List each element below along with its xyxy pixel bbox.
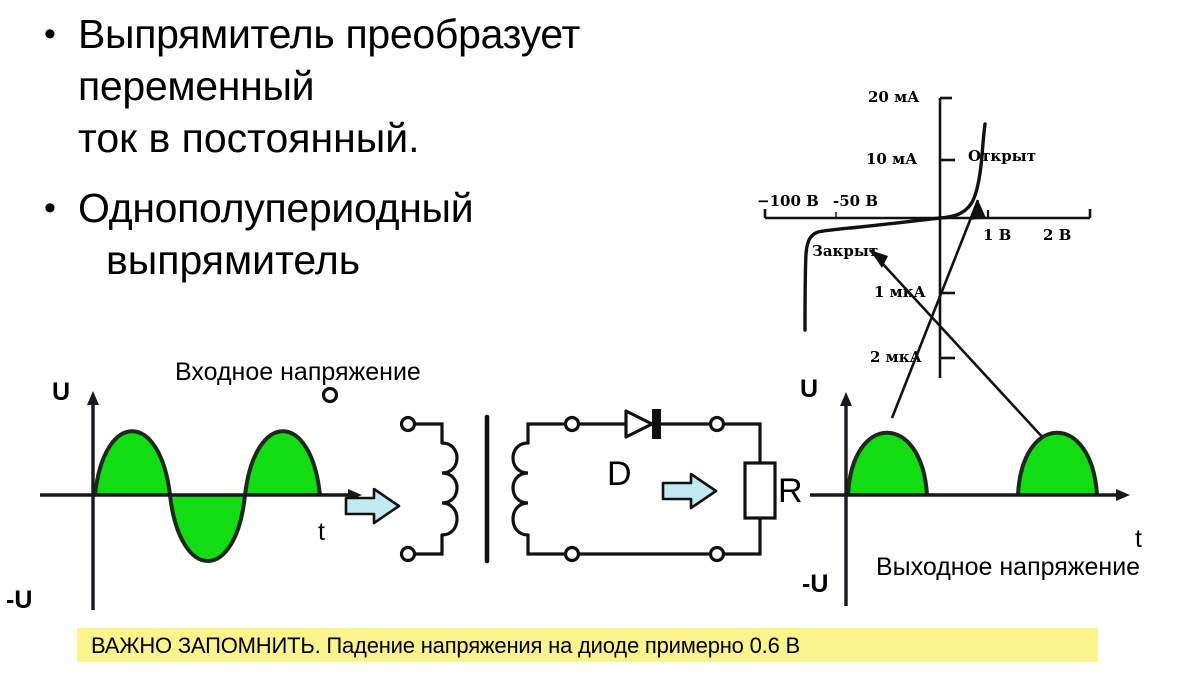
diode-iv-chart: [740, 78, 1200, 378]
iv-label-open: Открыт: [968, 147, 1037, 165]
bullet-line: Выпрямитель преобразует переменный: [78, 11, 581, 109]
iv-xtick-1v: 1 В: [983, 226, 1012, 244]
input-flow-arrow-icon: [344, 487, 401, 525]
iv-xtick-neg50: -50 В: [833, 192, 878, 210]
input-y-axis-label-neg: -U: [6, 586, 33, 614]
iv-xtick-2v: 2 В: [1043, 226, 1072, 244]
input-plot-title: Входное напряжение: [175, 358, 421, 386]
bullet-line: Однополупериодный: [78, 185, 474, 231]
bullet-marker: •: [44, 15, 56, 53]
bullet-list: • Выпрямитель преобразует переменный ток…: [44, 8, 684, 286]
output-x-axis-label: t: [1135, 525, 1142, 553]
iv-ytick-1ua: 1 мкА: [874, 283, 926, 301]
iv-xtick-neg100: −100 В: [757, 192, 819, 210]
bullet-marker: •: [44, 189, 56, 227]
diode-symbol: [624, 409, 661, 439]
important-note-text: ВАЖНО ЗАПОМНИТЬ. Падение напряжения на д…: [91, 633, 800, 658]
bullet-item-2: • Однополупериодный: [44, 182, 684, 234]
iv-ytick-20ma: 20 мА: [868, 88, 920, 106]
bullet-item-1: • Выпрямитель преобразует переменный: [44, 8, 684, 112]
input-voltage-chart: [0, 355, 400, 620]
output-y-axis-label: U: [800, 375, 819, 403]
iv-label-closed: Закрыт: [812, 242, 879, 260]
output-voltage-chart: [790, 370, 1200, 610]
important-note-banner: ВАЖНО ЗАПОМНИТЬ. Падение напряжения на д…: [77, 628, 1098, 662]
iv-ytick-10ma: 10 мА: [866, 150, 918, 168]
bullet-line: выпрямитель: [106, 237, 361, 283]
input-y-axis-label: U: [52, 378, 71, 406]
rectifier-circuit-diagram: [321, 386, 830, 595]
diode-label: D: [607, 455, 632, 493]
resistor-label: R: [778, 472, 803, 510]
output-plot-title: Выходное напряжение: [876, 553, 1141, 581]
output-flow-arrow-icon: [661, 472, 718, 510]
output-y-axis-label-neg: -U: [802, 570, 829, 598]
bullet-line: ток в постоянный.: [78, 115, 420, 161]
iv-ytick-2ua: 2 мкА: [870, 348, 922, 366]
input-x-axis-label: t: [318, 518, 325, 546]
